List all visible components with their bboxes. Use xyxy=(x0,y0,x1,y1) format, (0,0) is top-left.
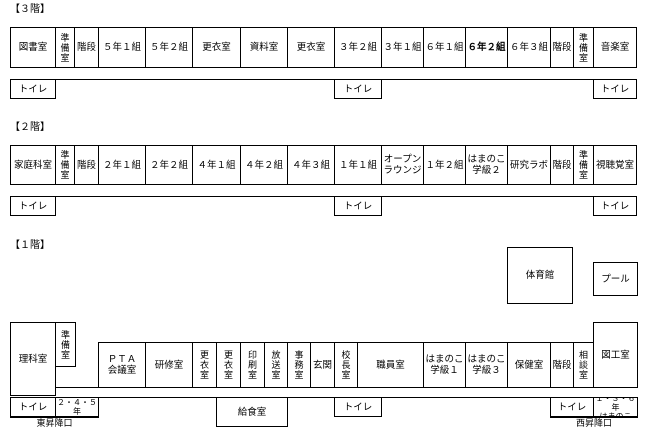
room-changing-3f-2: 更衣室 xyxy=(287,27,335,68)
entrance-hall: 玄関 xyxy=(310,342,335,388)
room-5-2: ５年２組 xyxy=(145,27,193,68)
room-homeec: 家庭科室 xyxy=(10,145,56,185)
room-1-1: １年１組 xyxy=(334,145,382,185)
room-broadcast: 放 送 室 xyxy=(264,342,288,388)
toilet-1f-right: トイレ xyxy=(550,397,594,417)
shoe-area-west: １・３・６年 はまのこ xyxy=(593,397,638,417)
room-2-1: ２年１組 xyxy=(98,145,146,185)
toilet-1f-mid: トイレ xyxy=(334,397,382,417)
toilet-1f-left: トイレ xyxy=(10,397,56,417)
corridor-3f-bottom xyxy=(10,79,637,80)
west-entrance-label: 西昇降口 xyxy=(550,417,638,428)
room-prep-3f-left: 準 備 室 xyxy=(55,27,75,68)
room-principal: 校 長 室 xyxy=(334,342,358,388)
corridor-2f-top xyxy=(10,184,637,185)
room-prep-3f-right: 準 備 室 xyxy=(573,27,594,68)
room-nurse: 保健室 xyxy=(507,342,551,388)
room-1-2: １年２組 xyxy=(423,145,466,185)
room-music: 音楽室 xyxy=(593,27,637,68)
room-3-1: ３年１組 xyxy=(381,27,424,68)
room-research-lab: 研究ラボ xyxy=(507,145,551,185)
room-library: 図書室 xyxy=(10,27,56,68)
room-4-3: ４年３組 xyxy=(287,145,335,185)
room-staff: 職員室 xyxy=(357,342,424,388)
room-prep-1f: 準 備 室 xyxy=(55,322,76,367)
toilet-2f-mid: トイレ xyxy=(334,196,382,216)
corridor-3f-top xyxy=(10,67,637,68)
room-4-2: ４年２組 xyxy=(240,145,288,185)
stairs-2f-left: 階段 xyxy=(74,145,99,185)
pool: プール xyxy=(593,262,638,296)
toilet-2f-right: トイレ xyxy=(593,196,637,216)
room-hamanoko-3: はまのこ 学級３ xyxy=(465,342,508,388)
room-crafts: 図工室 xyxy=(593,322,638,388)
stairs-1f: 階段 xyxy=(550,342,574,388)
floor3-label: 【３階】 xyxy=(10,4,50,15)
room-hamanoko-2: はまのこ 学級２ xyxy=(465,145,508,185)
stairs-3f-right: 階段 xyxy=(550,27,574,68)
room-open-lounge: オープン ラウンジ xyxy=(381,145,424,185)
room-2-2: ２年２組 xyxy=(145,145,193,185)
room-printing: 印 刷 室 xyxy=(240,342,265,388)
room-counseling: 相 談 室 xyxy=(573,342,594,388)
toilet-3f-left: トイレ xyxy=(10,79,56,99)
room-6-3: ６年３組 xyxy=(507,27,551,68)
room-5-1: ５年１組 xyxy=(98,27,146,68)
room-3-2: ３年２組 xyxy=(334,27,382,68)
toilet-3f-right: トイレ xyxy=(593,79,637,99)
corridor-1f-bottom xyxy=(10,397,638,398)
room-office: 事 務 室 xyxy=(287,342,311,388)
stairs-2f-right: 階段 xyxy=(550,145,574,185)
shoe-area-east: ２・４・５ 年 xyxy=(55,397,99,417)
east-entrance-label: 東昇降口 xyxy=(10,417,99,428)
room-av: 視聴覚室 xyxy=(593,145,637,185)
room-changing-1f-2: 更 衣 室 xyxy=(216,342,241,388)
corridor-2f-bottom xyxy=(10,196,637,197)
room-prep-2f-right: 準 備 室 xyxy=(573,145,594,185)
room-hamanoko-1: はまのこ 学級１ xyxy=(423,342,466,388)
room-pta: ＰＴＡ 会議室 xyxy=(98,342,146,388)
floor1-label: 【１階】 xyxy=(10,240,50,251)
room-changing-3f-1: 更衣室 xyxy=(192,27,241,68)
toilet-3f-mid: トイレ xyxy=(334,79,382,99)
room-4-1: ４年１組 xyxy=(192,145,241,185)
room-changing-1f-1: 更 衣 室 xyxy=(192,342,217,388)
corridor-1f-top xyxy=(55,387,638,388)
floor2-label: 【２階】 xyxy=(10,122,50,133)
toilet-2f-left: トイレ xyxy=(10,196,56,216)
room-training: 研修室 xyxy=(145,342,193,388)
room-materials: 資料室 xyxy=(240,27,288,68)
lunch-room: 給食室 xyxy=(216,397,288,427)
gymnasium: 体育館 xyxy=(507,247,573,304)
room-6-2: ６年２組 xyxy=(465,27,508,68)
room-science: 理科室 xyxy=(10,322,56,396)
room-6-1: ６年１組 xyxy=(423,27,466,68)
stairs-3f-left: 階段 xyxy=(74,27,99,68)
room-prep-2f-left: 準 備 室 xyxy=(55,145,75,185)
